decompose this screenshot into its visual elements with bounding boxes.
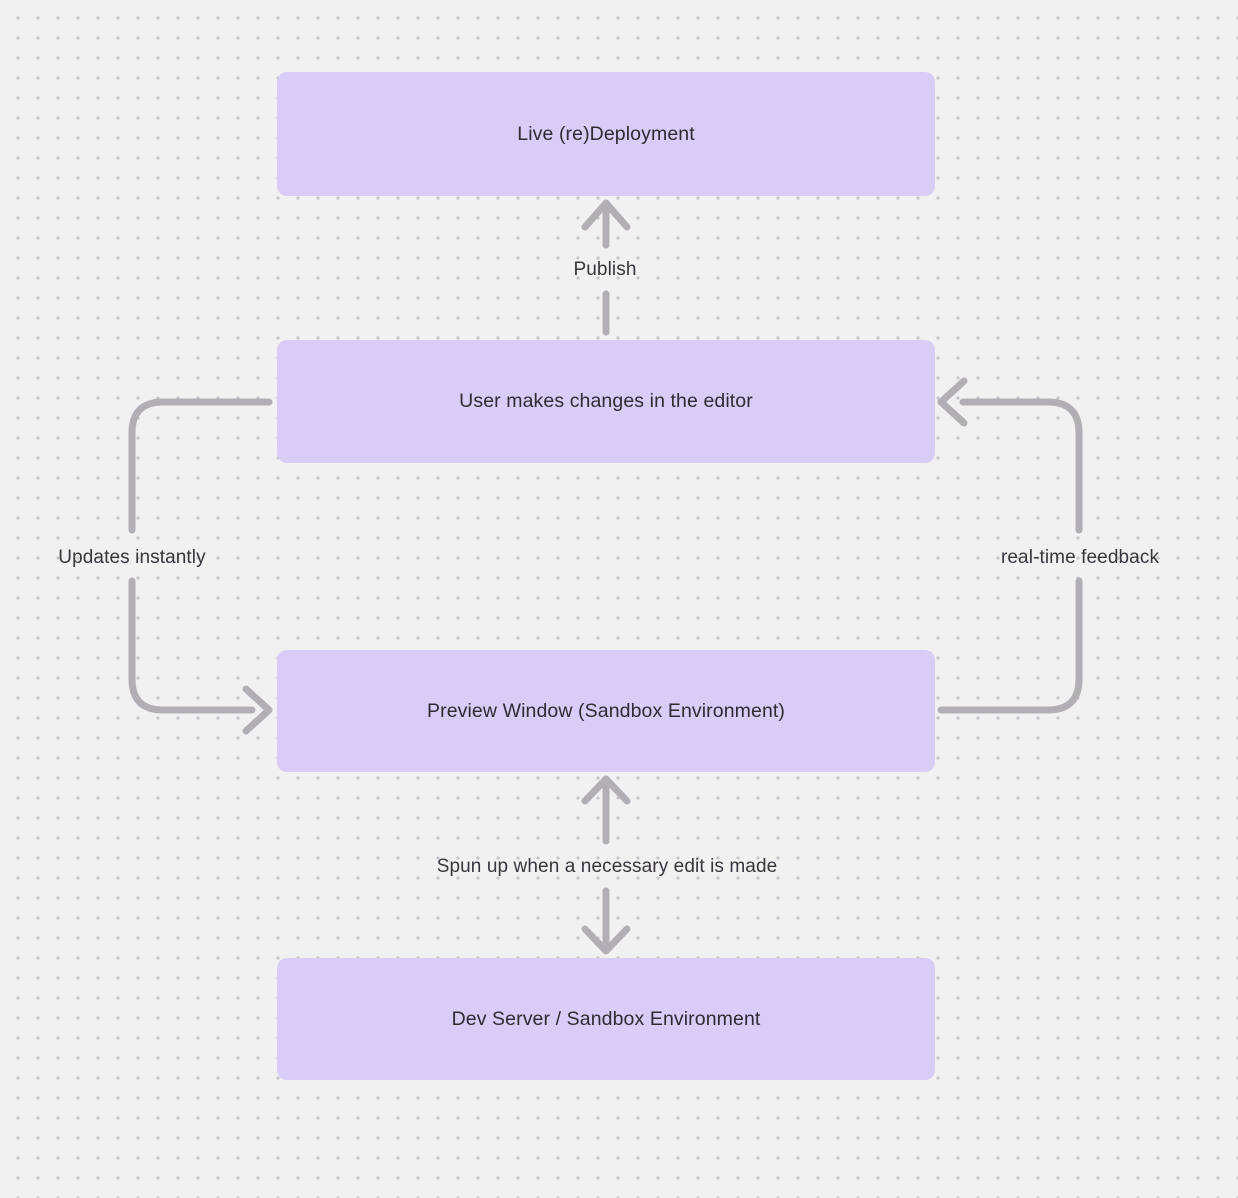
realtime-feedback-arrow	[937, 377, 1083, 714]
edge-label-publish: Publish	[573, 259, 637, 280]
node-label: Live (re)Deployment	[517, 122, 695, 145]
sandbox-sync-arrow	[581, 775, 631, 955]
edge-label-spun-up: Spun up when a necessary edit is made	[436, 856, 778, 877]
node-preview-window[interactable]: Preview Window (Sandbox Environment)	[277, 650, 935, 772]
node-live-deployment[interactable]: Live (re)Deployment	[277, 72, 935, 196]
publish-arrow	[581, 199, 631, 336]
node-label: Dev Server / Sandbox Environment	[451, 1007, 761, 1030]
node-label: User makes changes in the editor	[459, 390, 753, 412]
node-editor-changes[interactable]: User makes changes in the editor	[277, 340, 935, 463]
updates-instantly-arrow	[128, 398, 273, 735]
edge-label-realtime-feedback: real-time feedback	[1000, 547, 1160, 568]
edge-label-updates-instantly: Updates instantly	[58, 547, 206, 568]
node-dev-server[interactable]: Dev Server / Sandbox Environment	[277, 958, 935, 1080]
node-label: Preview Window (Sandbox Environment)	[427, 699, 785, 722]
